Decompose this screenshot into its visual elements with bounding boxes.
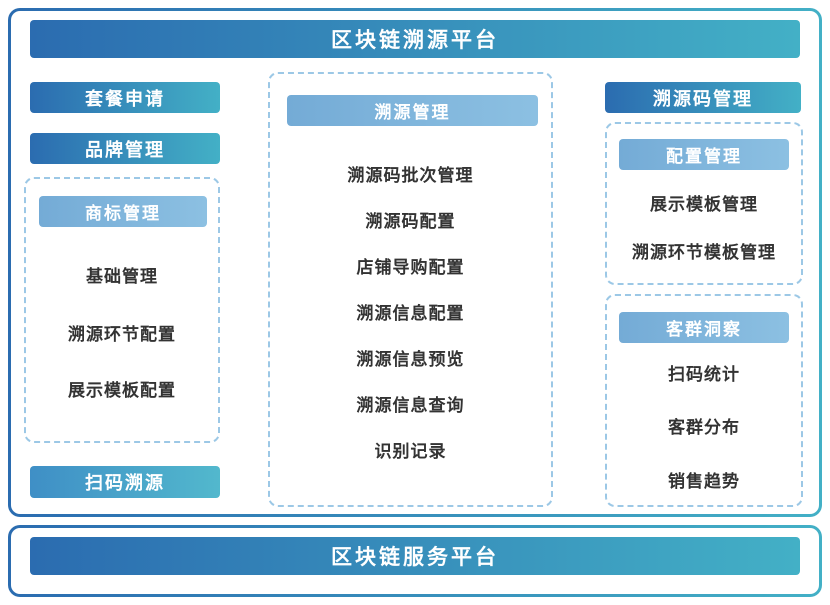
service-platform-title-bar: 区块链服务平台 <box>30 537 800 575</box>
package-apply-node: 套餐申请 <box>30 82 220 113</box>
trace-info-config-item: 溯源信息配置 <box>356 303 465 323</box>
scan-statistics-item: 扫码统计 <box>668 364 740 384</box>
main-panel: 区块链溯源平台 套餐申请 品牌管理 商标管理 基础管理 溯源环节配置 展示模板配… <box>8 8 822 517</box>
customer-insight-group: 客群洞察 扫码统计 客群分布 销售趋势 <box>605 294 803 507</box>
shop-guide-config-item: 店铺导购配置 <box>356 257 465 277</box>
trace-code-management-node: 溯源码管理 <box>605 82 801 113</box>
trace-info-preview-item: 溯源信息预览 <box>356 349 465 369</box>
service-platform-panel: 区块链服务平台 <box>8 525 822 597</box>
trademark-management-group: 商标管理 基础管理 溯源环节配置 展示模板配置 <box>24 177 220 443</box>
display-template-config-item: 展示模板配置 <box>68 380 176 400</box>
display-template-mgmt-item: 展示模板管理 <box>650 194 758 214</box>
platform-title-bar: 区块链溯源平台 <box>30 20 800 58</box>
customer-group-title: 客群洞察 <box>619 312 789 343</box>
recognition-record-item: 识别记录 <box>374 441 447 461</box>
config-management-group: 配置管理 展示模板管理 溯源环节模板管理 <box>605 122 803 285</box>
trace-link-template-mgmt-item: 溯源环节模板管理 <box>632 242 776 262</box>
customer-distribution-item: 客群分布 <box>668 417 740 437</box>
trace-code-batch-item: 溯源码批次管理 <box>347 165 474 185</box>
basic-management-item: 基础管理 <box>86 266 158 286</box>
trace-management-group: 溯源管理 溯源码批次管理 溯源码配置 店铺导购配置 溯源信息配置 溯源信息预览 … <box>268 72 553 507</box>
brand-management-node: 品牌管理 <box>30 133 220 164</box>
trace-link-config-item: 溯源环节配置 <box>68 324 176 344</box>
trace-group-title: 溯源管理 <box>287 95 538 126</box>
trace-info-query-item: 溯源信息查询 <box>356 395 465 415</box>
trademark-group-title: 商标管理 <box>39 196 207 227</box>
scan-trace-node: 扫码溯源 <box>30 466 220 498</box>
sales-trend-item: 销售趋势 <box>668 471 740 491</box>
trace-code-config-item: 溯源码配置 <box>365 211 456 231</box>
config-group-title: 配置管理 <box>619 139 789 170</box>
